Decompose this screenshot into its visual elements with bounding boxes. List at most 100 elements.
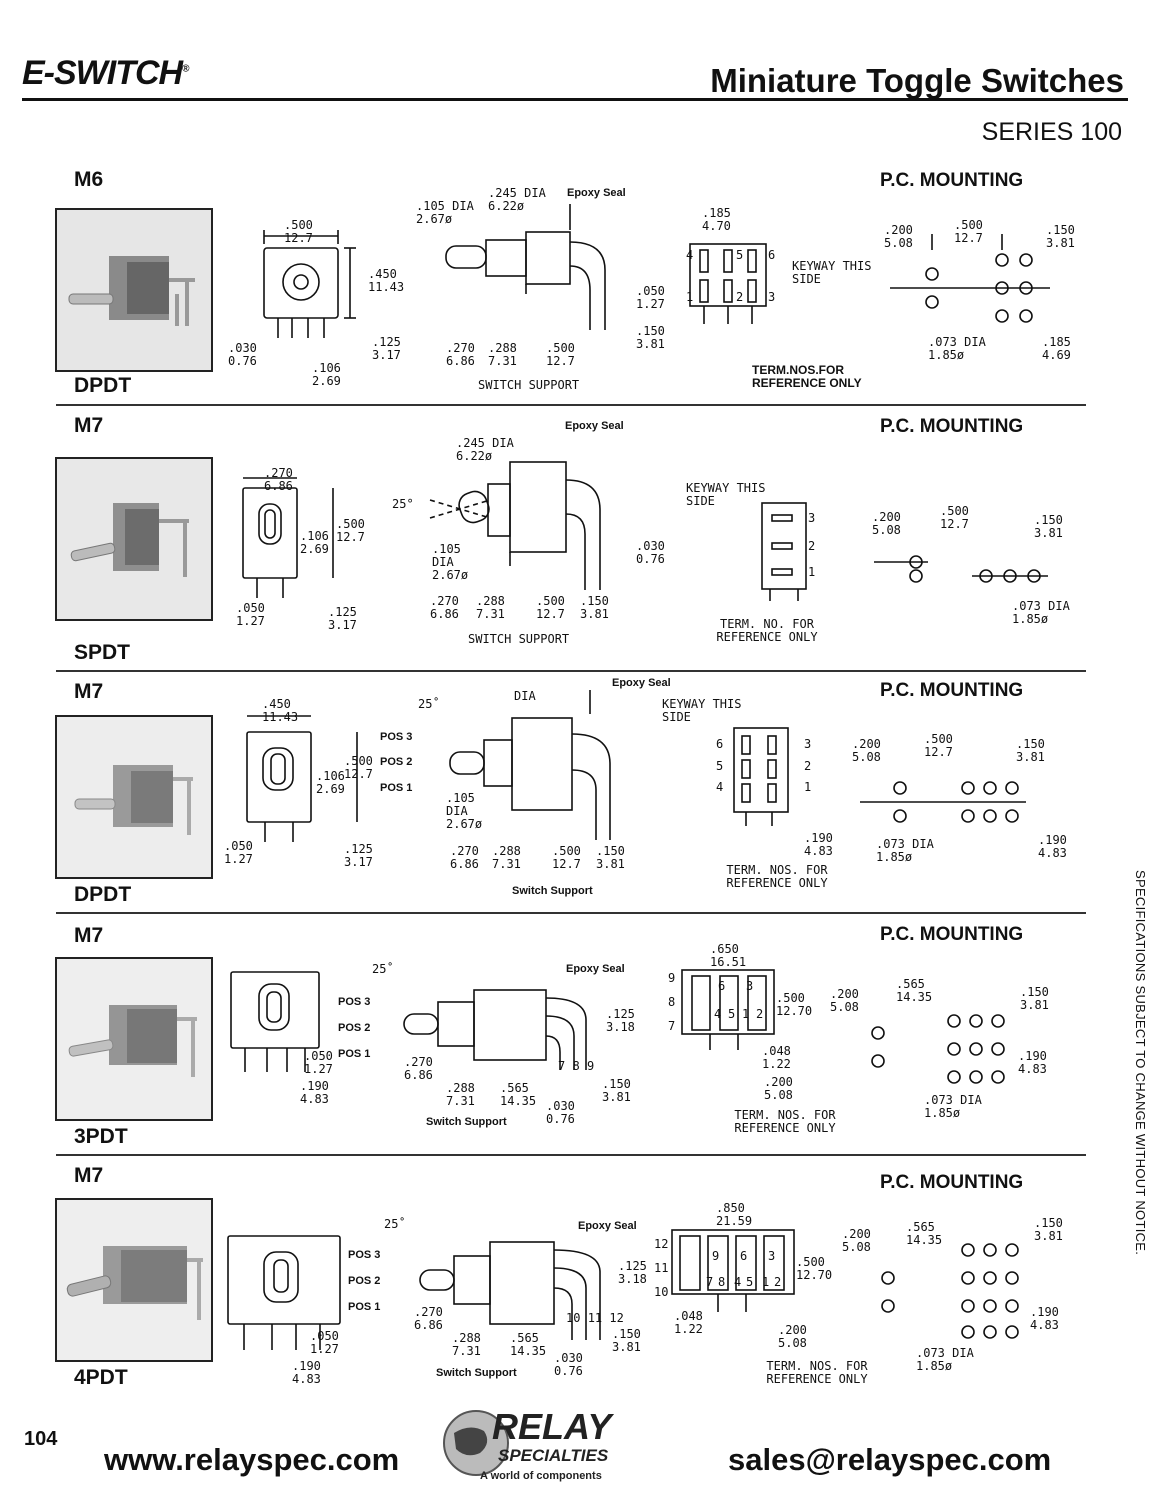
- m7-spdt-term-1: 1: [808, 565, 816, 579]
- product-photo-m7-3pdt: [55, 957, 213, 1121]
- m7-4pdt-term-2: 2: [774, 1275, 782, 1289]
- m7-spdt-terminal-drawing: [761, 502, 807, 601]
- m6-epoxy-seal-label: Epoxy Seal: [567, 187, 626, 199]
- m7-4pdt-term-6: 6: [740, 1249, 748, 1263]
- product-photo-m7-4pdt: [55, 1198, 213, 1362]
- m7-3pdt-pos1: POS 1: [338, 1048, 371, 1060]
- m7-4pdt-term-note: TERM. NOS. FOR REFERENCE ONLY: [766, 1359, 868, 1386]
- m7-4pdt-support: Switch Support: [436, 1367, 517, 1379]
- m7-dpdt-side-drawing: [449, 690, 611, 840]
- m6-term-2: 2: [736, 290, 744, 304]
- m7-3pdt-term-6: 6: [718, 979, 726, 993]
- section-5-mount: P.C. MOUNTING: [880, 1172, 1024, 1193]
- registered-mark: ®: [182, 63, 189, 75]
- email-link[interactable]: sales@relayspec.com: [728, 1442, 1052, 1477]
- m6-term-1: 1: [686, 290, 694, 304]
- m7-dpdt-pc-drawing: [860, 781, 1026, 823]
- m7-dpdt-dia: DIA: [514, 689, 536, 703]
- m6-term-5: 5: [736, 248, 744, 262]
- m7-4pdt-term-7: 7: [706, 1275, 714, 1289]
- series-label: SERIES 100: [981, 118, 1122, 146]
- m7-3pdt-tn: 7 8 9: [558, 1059, 595, 1073]
- m7-3pdt-term-4: 4: [714, 1007, 722, 1021]
- m6-switch-support-label: SWITCH SUPPORT: [478, 378, 580, 392]
- header-rule: [22, 98, 1128, 101]
- m7-3pdt-pos2: POS 2: [338, 1022, 371, 1034]
- website-link[interactable]: www.relayspec.com: [104, 1442, 400, 1477]
- m6-term-6: 6: [768, 248, 776, 262]
- section-2-model: M7: [74, 414, 104, 437]
- m7-3pdt-support: Switch Support: [426, 1116, 507, 1128]
- m7-dpdt-pos2: POS 2: [380, 756, 413, 768]
- section-3-mount: P.C. MOUNTING: [880, 680, 1024, 701]
- m7-3pdt-term-7: 7: [668, 1019, 676, 1033]
- m7-dpdt-term-2: 2: [804, 759, 812, 773]
- m7-4pdt-pos2: POS 2: [348, 1275, 381, 1287]
- product-photo-m7-dpdt: [55, 715, 213, 879]
- section-1-mount: P.C. MOUNTING: [880, 170, 1024, 191]
- m7-4pdt-angle: 25˚: [384, 1217, 406, 1231]
- m7-3pdt-term-1: 1: [742, 1007, 750, 1021]
- m7-dpdt-keyway: KEYWAY THIS SIDE: [662, 697, 742, 724]
- m7-dpdt-pos3: POS 3: [380, 731, 413, 743]
- m7-4pdt-term-10: 10: [654, 1285, 669, 1299]
- m7-3pdt-term-5: 5: [728, 1007, 736, 1021]
- product-photo-m6-dpdt: [55, 208, 213, 372]
- m7-dpdt-term-1: 1: [804, 780, 812, 794]
- m6-terminal-drawing: [689, 243, 767, 324]
- m7-spdt-epoxy-seal: Epoxy Seal: [565, 420, 624, 432]
- m7-dpdt-support: Switch Support: [512, 885, 593, 897]
- m7-3pdt-front-drawing: [230, 971, 320, 1072]
- m7-4pdt-term-8: 8: [718, 1275, 726, 1289]
- m6-keyway-label: KEYWAY THIS SIDE: [792, 259, 872, 286]
- m7-spdt-angle: 25°: [392, 497, 414, 511]
- brand-logo: E-SWITCH®: [22, 54, 190, 93]
- m7-spdt-term-3: 3: [808, 511, 816, 525]
- section-1-type: DPDT: [74, 374, 132, 397]
- brand-name: E-SWITCH: [22, 54, 183, 92]
- m7-spdt-term-2: 2: [808, 539, 816, 553]
- product-photo-m7-spdt: [55, 457, 213, 621]
- m7-dpdt-terminal-drawing: [733, 727, 789, 826]
- m7-dpdt-epoxy-seal: Epoxy Seal: [612, 677, 671, 689]
- section-divider: [56, 670, 1086, 672]
- m7-4pdt-pos1: POS 1: [348, 1301, 381, 1313]
- m7-4pdt-term-9: 9: [712, 1249, 720, 1263]
